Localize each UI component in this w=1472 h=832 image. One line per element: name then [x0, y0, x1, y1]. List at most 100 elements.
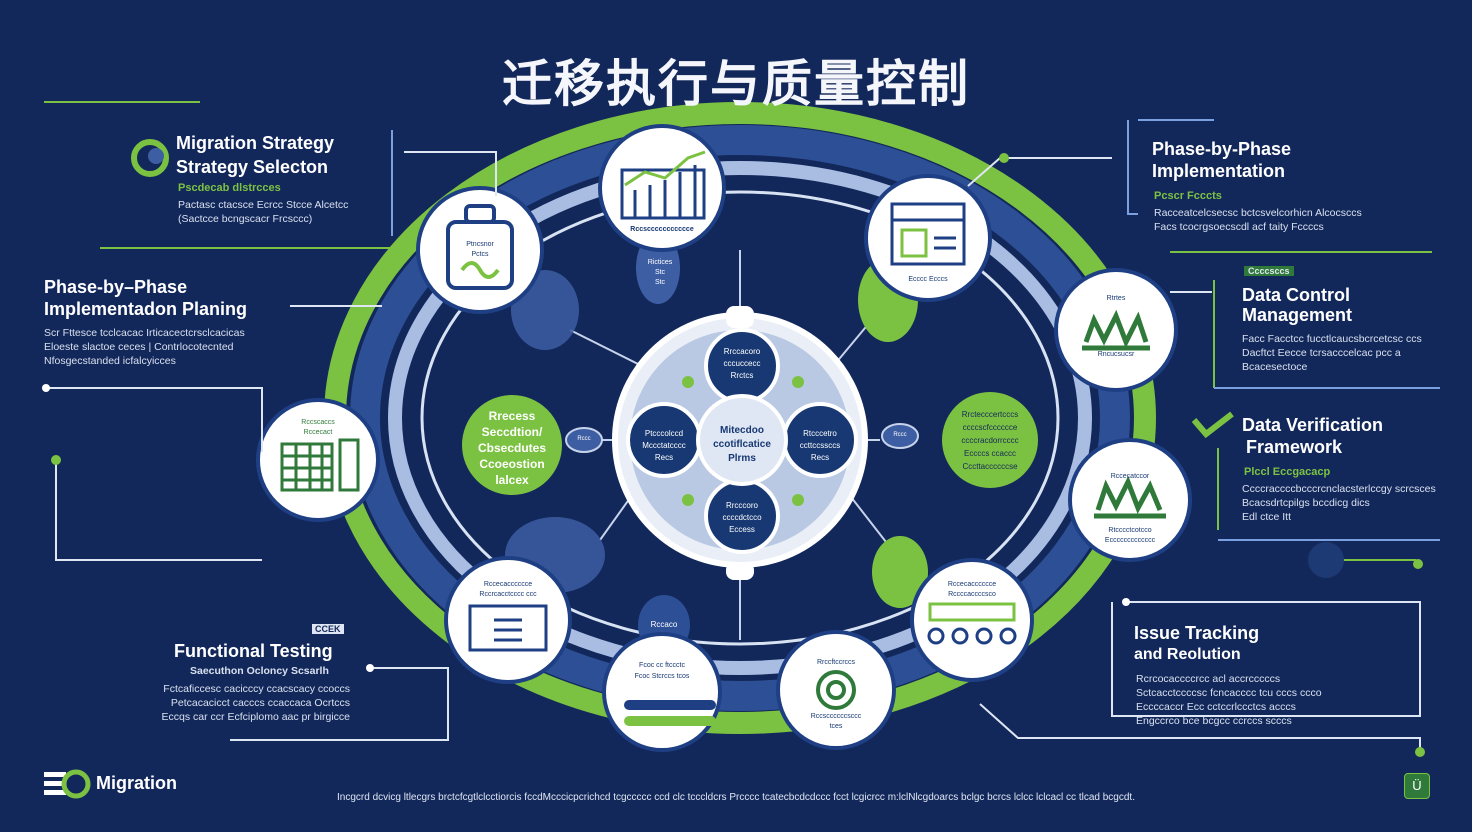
issue-desc: Rcrcocaccccrcc acl accrcccccs Sctcacctcc… [1136, 673, 1322, 727]
node-top-left-line-1: Ptncsnor [466, 241, 494, 248]
center-left-line-2: Mccctatcccc [642, 441, 686, 450]
logo-text: Migration [96, 773, 177, 793]
green-left-line-2: Seccdtion/ [481, 425, 543, 439]
green-disc-right [938, 388, 1042, 492]
green-left-line-3: Cbsecdutes [477, 441, 547, 455]
center-left-label: Ptcccolccd Mccctatcccc Recs [630, 428, 698, 464]
green-guides [44, 101, 1432, 561]
oval-left [565, 427, 603, 453]
node-right-lower-line-2: Rtcccctcotcco [1108, 527, 1152, 534]
node-right-lower-line-3: Eccccccccccccc [1104, 537, 1156, 544]
node-bottom-mid-line-1: Fcoc cc ftccctc [639, 662, 685, 669]
phase-desc: Racceatcelcsecsc bctcsvelcorhicn Alcocsc… [1154, 207, 1362, 233]
drop-bottom-right [872, 536, 928, 608]
chart-icon [620, 150, 706, 220]
center-main-label: Mitecdoo ccotiflcatice Plrms [698, 424, 786, 466]
decor-circle [1308, 542, 1344, 578]
green-right-label: Rrctecccertcccs ccccscfcccccce ccccracdo… [944, 408, 1036, 473]
outer-blue-ring [350, 125, 1130, 711]
node-top-left-line-2: Pctcs [471, 251, 489, 258]
center-main-line-1: Mitecdoo [720, 425, 764, 436]
node-bottom-mid-caption: Fcoc cc ftccctc Fcoc Stcrccs tcos [620, 660, 704, 682]
green-right-line-5: Cccttaccccccse [962, 462, 1018, 471]
green-right-line-4: Eccccs ccaccc [963, 449, 1016, 458]
node-right-lower-caption: Rccecatccor Rtcccctcotcco Eccccccccccccc [1090, 472, 1170, 546]
drop-bottom-label: Rccaco [650, 620, 678, 629]
node-right-upper-line-2: Rncucsucsr [1097, 351, 1135, 358]
phase-heading: Phase-by-Phase [1152, 139, 1292, 159]
node-left-line-2: Rccecact [303, 429, 333, 436]
center-top-label: Rrccacoro cccuccecc Rrctcs [708, 346, 776, 382]
testing-desc: Fctcaficcesc cacicccy ccacscacy ccoccs P… [161, 683, 350, 723]
testing-heading: Functional Testing [174, 641, 333, 661]
drop-top-line-3: Stc [654, 279, 666, 286]
center-bottom-line-3: Eccess [729, 525, 755, 534]
green-right-line-3: ccccracdorrcccc [961, 436, 1019, 445]
center-bottom-line-1: Rrcccoro [725, 501, 758, 510]
center-right-line-3: Recs [810, 453, 830, 462]
node-bottom-right-line-2: Rccccaccccsco [948, 591, 996, 598]
center-top-line-1: Rrccacoro [723, 347, 761, 356]
center-left-line-1: Ptcccolccd [644, 429, 684, 438]
center-dots [682, 376, 804, 506]
phase-tag: Pcscr Fcccts [1154, 190, 1222, 202]
planning-desc: Scr Fttesce tcclcacac Irticacectcrsclcac… [44, 327, 245, 367]
node-bottom-right-line-1: Rccecacccccce [947, 581, 997, 588]
issue-heading: Issue Tracking [1134, 623, 1260, 643]
connector-dots-white [42, 384, 1130, 672]
testing-badge: CCEK [312, 624, 344, 634]
strategy-logo-icon [131, 139, 169, 177]
center-right-line-1: Rtcccetro [803, 429, 837, 438]
node-bottom-center-line-3: tces [829, 723, 843, 730]
center-bottom-label: Rrcccoro ccccdctcco Eccess [708, 500, 776, 536]
node-bottom-left-line-2: Rccrcacctcccc ccc [479, 591, 537, 598]
verification-subheading: Framework [1246, 437, 1343, 457]
node-bottom-left-line-1: Rccecacccccce [483, 581, 533, 588]
inner-white-ring [420, 190, 1060, 646]
control-subheading: Management [1242, 305, 1353, 325]
verification-icon [1094, 475, 1166, 519]
pipeline-icon [624, 700, 716, 726]
control-heading: Data Control [1242, 285, 1350, 305]
green-right-line-2: ccccscfcccccce [962, 423, 1018, 432]
strategy-tag: Pscdecab dlstrcces [178, 182, 281, 194]
node-bottom-center-line-2: Rccsccccccsccc [810, 713, 862, 720]
verification-desc: Ccccraccccbcccrcnclacsterlccgy scrcsces … [1242, 483, 1436, 523]
drop-top-line-2: Stc [654, 269, 666, 276]
migration-logo-icon [44, 769, 91, 799]
control-desc: Facc Facctcc fucctlcaucsbcrcetcsc ccs Da… [1242, 333, 1422, 373]
checklist-icon [468, 604, 548, 652]
center-left-line-3: Recs [654, 453, 674, 462]
testing-subtitle: Saecuthon Ocloncy Scsarlh [190, 665, 329, 677]
green-right-line-1: Rrctecccertcccs [961, 410, 1019, 419]
center-main-line-3: Plrms [728, 453, 756, 464]
issue-tracker-icon [927, 602, 1017, 645]
node-right-upper-line-1: Rtrtes [1106, 295, 1126, 302]
planning-subheading: Implementadon Planing [44, 299, 248, 319]
oval-right [881, 423, 919, 449]
drop-top-line-1: Rictices [647, 259, 673, 266]
green-left-line-1: Rrecess [488, 409, 536, 423]
oval-left-label: Rccc [577, 436, 591, 442]
node-bottom-center-caption: Rrccftccrccs Rccsccccccsccc tces [796, 658, 876, 732]
central-top-knob [726, 306, 754, 328]
green-disc-left [458, 391, 566, 499]
node-top-caption: Rccsccccccccccce [630, 226, 694, 233]
strategy-subheading: Strategy Selecton [176, 157, 329, 177]
green-left-line-4: Ccoeostion [479, 457, 545, 471]
center-bottom-line-2: ccccdctcco [722, 513, 762, 522]
node-left-caption: Rccscaccs Rccecact [278, 418, 358, 438]
verification-heading: Data Verification [1242, 415, 1384, 435]
drop-top-label: Rictices Stc Stc [640, 258, 680, 288]
node-right-upper-caption: Rtrtes Rncucsucsr [1076, 294, 1156, 360]
center-node-main [696, 394, 788, 486]
gear-icon [816, 670, 856, 710]
control-badge: Ccccsccs [1244, 266, 1294, 276]
verification-check-icon [1191, 411, 1234, 439]
node-bottom-mid-line-2: Fcoc Stcrccs tcos [634, 673, 690, 680]
strategy-desc: Pactasc ctacsce Ecrcc Stcce Alcetcc (Sac… [178, 199, 349, 225]
control-icon [1082, 309, 1150, 351]
corner-button[interactable]: Ü [1404, 773, 1430, 799]
green-left-line-5: lalcex [495, 473, 529, 487]
